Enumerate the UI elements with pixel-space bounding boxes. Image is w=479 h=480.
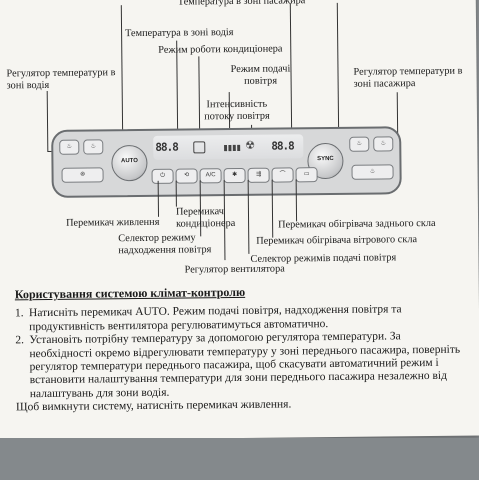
label-windshield-defrost: Перемикач обігрівача вітрового скла (256, 234, 418, 247)
seat-icon: ♨ (66, 143, 72, 150)
ac-mode-icon (193, 141, 206, 154)
wheel-heat-icon: ⊛ (80, 171, 86, 178)
section-title: Користування системою клімат-контролю (14, 284, 246, 302)
right-temp-display: 88.8 (271, 139, 294, 153)
air-mode-button[interactable]: ⇶ (247, 167, 270, 183)
rear-defrost-icon: ▭ (303, 171, 310, 178)
power-icon: ⏻ (160, 172, 165, 179)
label-fan-regulator: Регулятор вентилятора (184, 263, 285, 276)
fan-icon: ✱ (232, 171, 238, 179)
air-supply-icon: ☢ (245, 138, 256, 152)
left-temp-display: 88.8 (155, 140, 178, 154)
driver-seat-heat-button[interactable]: ♨ (59, 139, 80, 155)
driver-seat-vent-button[interactable]: ♨ (83, 139, 104, 155)
instruction-list: 1.Натисніть перемикач AUTO. Режим подачі… (15, 303, 464, 402)
fan-button[interactable]: ✱ (223, 167, 246, 184)
label-passenger-temp-regulator: Регулятор температури в зоні пасажира (353, 65, 463, 90)
display-strip: 88.8 ▮▮▮▮ ☢ 88.8 (153, 134, 304, 160)
seat-icon: ♨ (356, 140, 362, 147)
air-mode-icon: ⇶ (256, 171, 262, 178)
passenger-seat-vent-button[interactable]: ♨ (373, 136, 394, 152)
label-passenger-temp-cut: Температура в зоні пасажира (177, 0, 306, 8)
power-button[interactable]: ⏻ (151, 168, 174, 184)
climate-control-panel: 88.8 ▮▮▮▮ ☢ 88.8 ♨ ♨ ⊛ AUTO SYNC ♨ ♨ ♨ ⏻… (51, 126, 402, 198)
windshield-defrost-icon: ⌒ (279, 171, 286, 178)
recirculation-icon: ⟲ (184, 172, 190, 179)
label-cooling-mode-selector: Селектор режиму надходження повітря (118, 232, 212, 257)
label-power-switch: Перемикач живлення (66, 216, 160, 229)
background-surface (0, 438, 479, 480)
fan-speed-bars-icon: ▮▮▮▮ (223, 142, 241, 153)
leader-line (336, 2, 340, 137)
windshield-defrost-button[interactable]: ⌒ (271, 167, 294, 183)
seat-icon: ♨ (90, 143, 96, 150)
ac-button[interactable]: A/C (199, 168, 222, 184)
passenger-seat-heat-button[interactable]: ♨ (349, 136, 370, 152)
label-ac-switch: Перемикач кондиціонера (175, 206, 236, 230)
seat-icon: ♨ (380, 140, 386, 147)
label-air-supply-mode: Режим подачі повітря (230, 63, 291, 87)
seat-icon: ♨ (369, 168, 376, 175)
air-intake-button[interactable]: ⟲ (175, 168, 198, 184)
instruction-item: 2.Установіть потрібну температуру за доп… (15, 330, 461, 401)
instructions-section: Користування системою клімат-контролю 1.… (15, 284, 464, 415)
driver-temp-knob[interactable]: AUTO (111, 144, 148, 182)
label-driver-temp-zone: Температура в зоні водія (125, 27, 234, 40)
rear-defrost-button[interactable]: ▭ (295, 167, 318, 183)
label-driver-temp-regulator: Регулятор температури в зоні водія (6, 67, 116, 92)
sync-label: SYNC (317, 155, 334, 163)
label-airflow-intensity: Інтенсивність потоку повітря (204, 98, 270, 123)
manual-page: Температура в зоні пасажира Температура … (0, 0, 479, 441)
leader-line (46, 90, 49, 151)
auto-label: AUTO (120, 158, 138, 165)
label-rear-defrost: Перемикач обігрівача заднього скла (278, 217, 436, 231)
driver-wheel-heat-button[interactable]: ⊛ (61, 167, 104, 183)
passenger-extra-button[interactable]: ♨ (351, 164, 394, 180)
